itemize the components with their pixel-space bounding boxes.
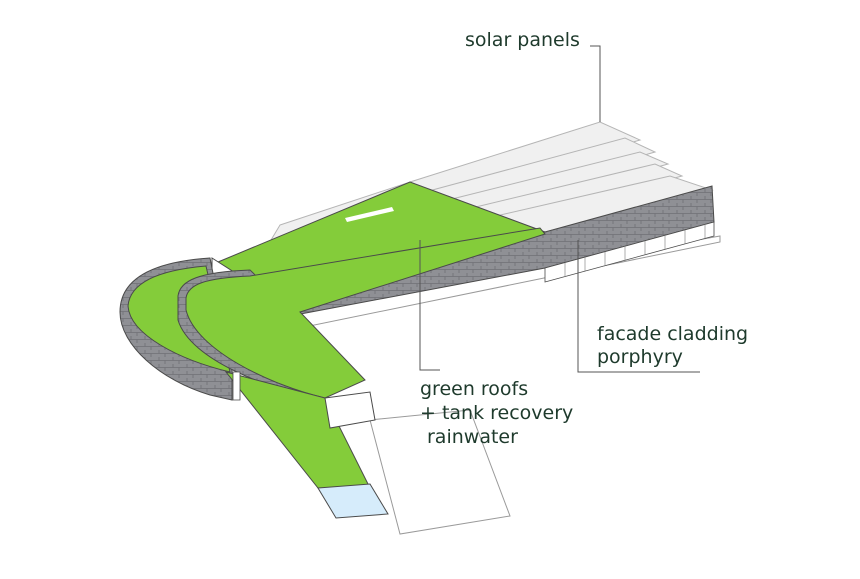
label-solar-panels: solar panels xyxy=(465,29,580,51)
label-green-line2: + tank recovery xyxy=(420,402,574,424)
label-green-line1: green roofs xyxy=(420,378,529,400)
label-facade-line2: porphyry xyxy=(597,346,683,368)
leader-facade xyxy=(577,240,700,373)
leader-solar xyxy=(590,45,601,122)
leader-lines xyxy=(419,45,700,373)
label-facade-line1: facade cladding xyxy=(597,323,749,345)
leader-green xyxy=(419,240,440,371)
label-green-line3: rainwater xyxy=(427,426,518,448)
green-roof-ramp xyxy=(177,227,546,519)
